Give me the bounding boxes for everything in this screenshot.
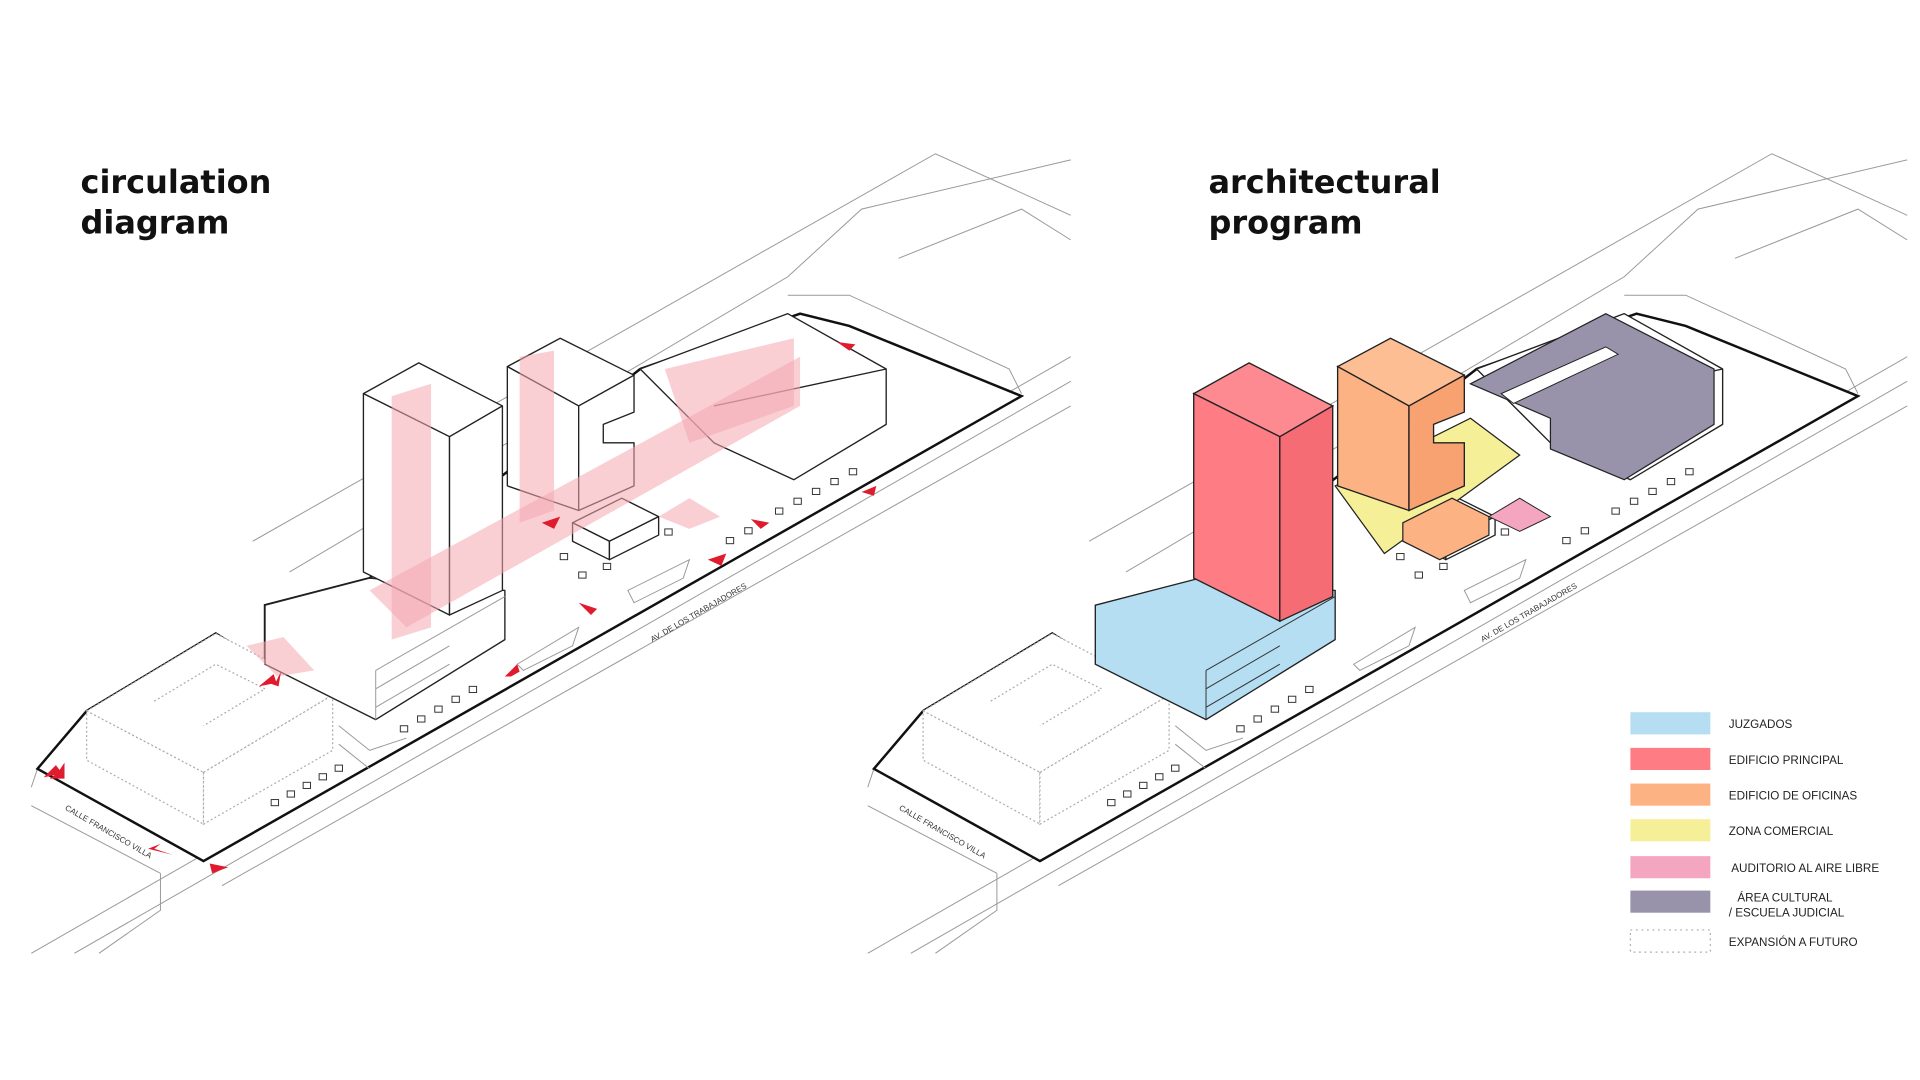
legend-label: AUDITORIO AL AIRE LIBRE [1731, 862, 1879, 875]
legend-swatch [1630, 856, 1711, 879]
legend-item-juzgados: JUZGADOS [1630, 712, 1793, 735]
legend-item-auditorio: AUDITORIO AL AIRE LIBRE [1630, 856, 1879, 879]
legend-label: ZONA COMERCIAL [1729, 825, 1834, 838]
legend-swatch [1630, 712, 1711, 735]
legend-swatch [1630, 747, 1711, 771]
panel-title-line2: program [1208, 204, 1362, 242]
panel-title-line2: diagram [81, 204, 230, 242]
legend-label: JUZGADOS [1729, 718, 1793, 731]
legend-item-edificio-principal: EDIFICIO PRINCIPAL [1630, 747, 1844, 771]
legend-label: EXPANSIÓN A FUTURO [1729, 936, 1858, 949]
auditorio-block [1487, 497, 1552, 532]
legend: JUZGADOS EDIFICIO PRINCIPAL EDIFICIO DE … [1629, 712, 1879, 953]
legend-swatch [1630, 819, 1711, 842]
legend-swatch [1630, 783, 1711, 806]
site-plan [30, 152, 1072, 955]
area-cultural-block [1469, 312, 1715, 481]
circulation-paths [246, 338, 801, 677]
legend-item-expansion: EXPANSIÓN A FUTURO [1629, 929, 1858, 953]
circulation-arrows [43, 341, 877, 874]
legend-swatch [1629, 929, 1711, 953]
legend-label: ÁREA CULTURAL [1737, 892, 1833, 905]
legend-label-line2: / ESCUELA JUDICIAL [1729, 906, 1845, 919]
legend-swatch [1630, 890, 1711, 913]
circulation-panel: circulation diagram [30, 152, 1072, 955]
legend-item-area-cultural: ÁREA CULTURAL / ESCUELA JUDICIAL [1630, 890, 1845, 919]
legend-label: EDIFICIO DE OFICINAS [1729, 790, 1858, 803]
legend-label: EDIFICIO PRINCIPAL [1729, 754, 1844, 767]
program-panel: architectural program AV. DE LOS TRABAJA… [866, 152, 1909, 955]
panel-title-line1: architectural [1208, 163, 1440, 201]
legend-item-edificio-oficinas: EDIFICIO DE OFICINAS [1630, 783, 1858, 806]
legend-item-zona-comercial: ZONA COMERCIAL [1630, 819, 1834, 842]
panel-title-line1: circulation [81, 163, 272, 201]
